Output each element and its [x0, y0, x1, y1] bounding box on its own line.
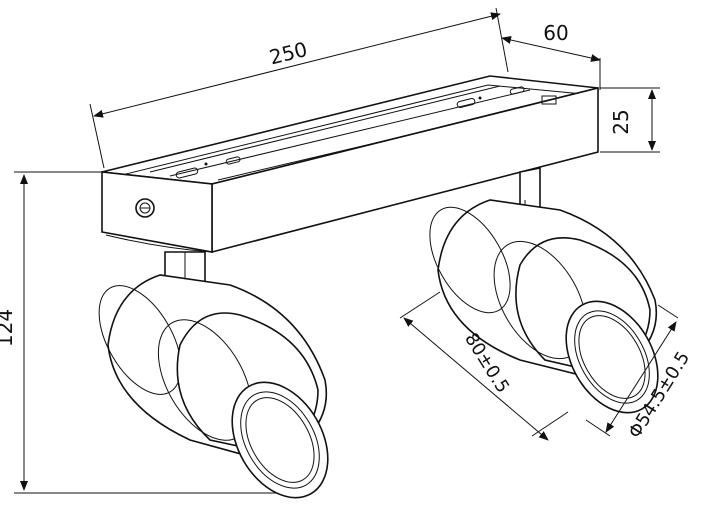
dimension-width: 60	[501, 21, 601, 90]
right-spotlight	[429, 167, 659, 414]
dim-height-label: 25	[609, 109, 633, 134]
dim-length-label: 250	[267, 37, 310, 70]
screw-icon	[135, 198, 155, 218]
dimension-height: 25	[600, 87, 660, 153]
dim-total-height-label: 124	[0, 309, 17, 347]
dimension-total-height: 124	[0, 171, 278, 494]
left-spotlight	[98, 251, 329, 499]
dim-width-label: 60	[543, 21, 568, 45]
